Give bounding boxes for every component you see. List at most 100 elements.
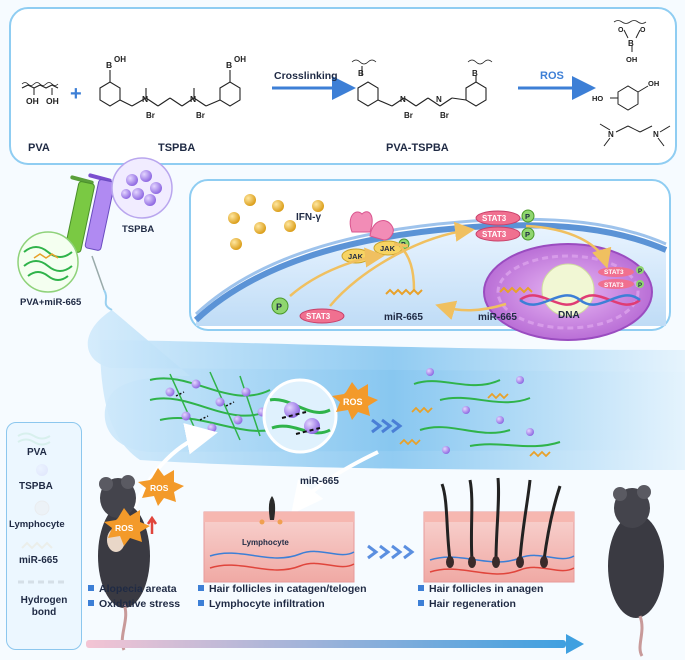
- ros-burst-mouse-body: ROS: [104, 508, 158, 546]
- stat3-b-p: P: [525, 230, 530, 239]
- pvatspba-n-left: N: [400, 95, 406, 104]
- stat3-e: STAT3: [306, 312, 331, 321]
- dna-label: DNA: [558, 310, 580, 321]
- stat3-b: STAT3: [482, 230, 507, 239]
- syringe-pva-mir-label: PVA+miR-665: [20, 297, 82, 308]
- magnified-crosslink: [262, 378, 338, 454]
- ros-label-top: ROS: [540, 70, 564, 82]
- syringe: [64, 173, 115, 311]
- mir-nucleus: [499, 286, 533, 294]
- legend-pva-label: PVA: [27, 447, 47, 458]
- progress-chevrons: [367, 544, 415, 560]
- tspba-oh-right: OH: [234, 55, 246, 64]
- pva-structure: OH OH: [21, 82, 59, 106]
- stat3-monomer: [299, 308, 345, 324]
- legend-hbond-line1: Hydrogen: [20, 595, 68, 606]
- stat3-d-p: P: [638, 283, 642, 289]
- timeline-arrow: [86, 640, 566, 648]
- syringe-tspba-label: TSPBA: [122, 224, 154, 235]
- ifn-label: IFN-γ: [296, 212, 321, 223]
- ros-burst-mouse-top: ROS: [138, 468, 184, 506]
- diamine: [599, 123, 671, 147]
- pvatspba-br-right: Br: [440, 111, 449, 120]
- pva-tspba-label: PVA-TSPBA: [386, 142, 449, 154]
- pva-mir-bubble: [17, 231, 79, 293]
- jak-left-label: JAK: [348, 252, 364, 261]
- boric-o1: O: [618, 27, 624, 34]
- skin-block-healthy: [423, 477, 575, 583]
- stat3-d: STAT3: [604, 282, 624, 289]
- bullet-oxidative: Oxidative stress: [88, 597, 180, 612]
- ros-stream-label: ROS: [343, 397, 363, 407]
- tspba-br-right: Br: [196, 111, 205, 120]
- cell-panel: DNA IFN-γ JAK JAK P STAT3 STAT3 P P STAT…: [189, 179, 671, 341]
- hba-ho: HO: [592, 94, 603, 103]
- mouse-alopecia: [98, 475, 150, 651]
- jak-right-label: JAK: [380, 244, 396, 253]
- tspba-oh-left: OH: [114, 55, 126, 64]
- pva-label: PVA: [28, 142, 50, 154]
- tspba-b-left: B: [106, 60, 112, 70]
- boric-o2: O: [640, 27, 646, 34]
- stat3-a: STAT3: [482, 214, 507, 223]
- tspba-bubble: [111, 157, 173, 219]
- nucleolus: [541, 263, 595, 317]
- mir-cytoplasm: [385, 288, 423, 296]
- boric-acid: [613, 20, 647, 52]
- pva-oh1: OH: [26, 96, 39, 106]
- plus-sign: +: [70, 83, 82, 105]
- lymphocyte-label: Lymphocyte: [242, 538, 289, 547]
- hba-oh: OH: [648, 79, 659, 88]
- mouse-healthy: [608, 485, 664, 657]
- stat3-dimer-top: [475, 210, 521, 226]
- crosslinking-label: Crosslinking: [274, 70, 338, 82]
- boric-b: B: [628, 39, 634, 48]
- pva-oh2: OH: [46, 96, 59, 106]
- diamine-n2: N: [653, 130, 659, 139]
- hydroxybenzyl-alcohol: [610, 85, 649, 111]
- boric-oh: OH: [626, 55, 637, 64]
- tspba-n-left: N: [142, 94, 148, 104]
- free-p: [271, 297, 289, 315]
- pvatspba-n-right: N: [436, 95, 442, 104]
- legend-lymphocyte-label: Lymphocyte: [9, 519, 65, 530]
- ros-mouse-body-label: ROS: [115, 523, 134, 533]
- tspba-structure: [99, 70, 241, 107]
- legend-hbond-line2: bond: [31, 607, 57, 618]
- hydrogel-stream: ROS miR-665: [87, 310, 685, 515]
- stage-bullets-mid: Hair follicles in catagen/telogen Lympho…: [198, 582, 367, 612]
- legend-hbond-label: Hydrogen bond: [17, 595, 71, 619]
- stat3-c: STAT3: [604, 269, 624, 276]
- ifn-receptor: [349, 211, 373, 233]
- tspba-br-left: Br: [146, 111, 155, 120]
- stage-bullets: Alopecia areata Oxidative stress: [88, 582, 180, 612]
- ifn-molecule: [244, 194, 256, 206]
- pvatspba-b-right: B: [472, 69, 478, 78]
- stat3-c-p: P: [638, 269, 642, 275]
- stat3-a-p: P: [525, 212, 530, 221]
- pvatspba-br-left: Br: [404, 111, 413, 120]
- ros-burst-stream: ROS: [332, 382, 378, 420]
- tspba-b-right: B: [226, 60, 232, 70]
- ros-mouse-top-label: ROS: [150, 483, 169, 493]
- pva-tspba-structure: [351, 59, 493, 107]
- legend-box: PVA TSPBA Lymphocyte miR-665 Hydrogen bo…: [6, 422, 82, 650]
- diamine-n1: N: [608, 130, 614, 139]
- chemistry-panel: OH OH PVA + B OH B OH N N Br Br: [9, 7, 677, 165]
- bullet-lymphocyte: Lymphocyte infiltration: [198, 597, 367, 612]
- stage-bullets-right: Hair follicles in anagen Hair regenerati…: [418, 582, 543, 612]
- pvatspba-b-left: B: [358, 69, 364, 78]
- bullet-alopecia: Alopecia areata: [88, 582, 180, 597]
- stream-mir-label: miR-665: [300, 476, 339, 487]
- legend-mir-label: miR-665: [19, 555, 58, 566]
- released-components: [399, 368, 561, 458]
- bullet-regeneration: Hair regeneration: [418, 597, 543, 612]
- mir-label-b: miR-665: [478, 312, 517, 323]
- bullet-catagen: Hair follicles in catagen/telogen: [198, 582, 367, 597]
- free-p-label: P: [276, 302, 282, 312]
- bullet-anagen: Hair follicles in anagen: [418, 582, 543, 597]
- tspba-label: TSPBA: [158, 142, 195, 154]
- legend-tspba-label: TSPBA: [19, 481, 53, 492]
